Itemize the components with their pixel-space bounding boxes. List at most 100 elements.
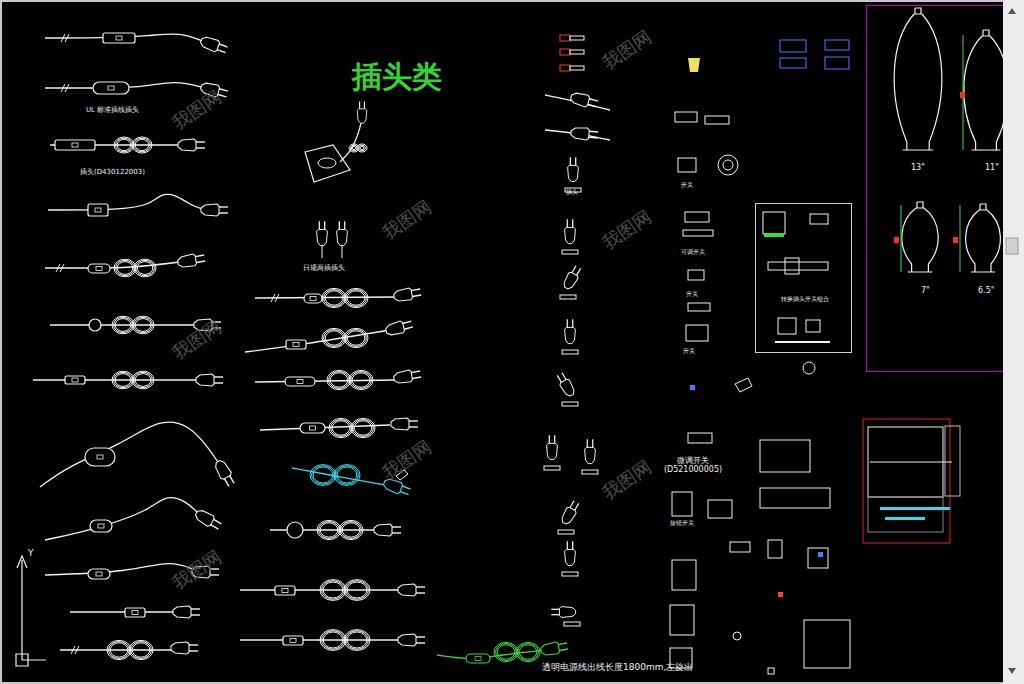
coil-loop: [322, 581, 345, 599]
component-outline: [686, 325, 708, 341]
power-cord: [245, 330, 390, 352]
plug-pin: [196, 147, 205, 148]
part-label: 插头: [566, 189, 578, 196]
lamp-harp: [894, 8, 942, 150]
coil-loop: [312, 466, 335, 484]
plug-body: [178, 139, 196, 151]
plug-symbol: [570, 91, 599, 110]
scroll-thumb: [1006, 238, 1018, 254]
plug-pin: [567, 541, 568, 549]
component-outline: [705, 116, 729, 124]
coil-loop: [324, 330, 345, 347]
plug-pin: [409, 420, 418, 421]
component-outline: [678, 158, 696, 172]
plug-pin: [416, 642, 425, 643]
wire-coil: [112, 316, 154, 334]
component-outline: [558, 530, 574, 534]
plug-pin: [551, 614, 559, 615]
coil-loop: [519, 645, 537, 659]
plug-symbol: [570, 127, 598, 141]
coil-loop: [114, 317, 133, 332]
foot-switch: [305, 145, 350, 182]
green-bar: [764, 233, 784, 237]
coil-loop: [109, 642, 130, 659]
color-mark: [690, 385, 695, 390]
plug-symbol: [565, 541, 576, 565]
component-outline: [560, 65, 570, 71]
coil-loop: [330, 373, 348, 387]
switch-button: [97, 455, 103, 459]
component-outline: [683, 230, 713, 236]
plug-pin: [364, 102, 365, 109]
watermark: 我图网: [169, 546, 225, 594]
component-outline: [806, 320, 820, 332]
power-cord: [340, 118, 362, 162]
switch-button: [98, 524, 104, 528]
component-outline: [708, 500, 732, 518]
coil-loop: [114, 372, 133, 387]
plug-body: [374, 524, 392, 536]
component-outline: [564, 622, 580, 626]
plug-symbol: [317, 221, 328, 245]
plug-body: [194, 508, 216, 527]
plug-pin: [219, 89, 228, 91]
lamp-harp: [964, 30, 1008, 150]
plug-pin: [557, 375, 561, 382]
switch-button: [310, 426, 316, 430]
plug-body: [385, 321, 405, 337]
wire-coil: [114, 137, 152, 153]
dimmer-switch: [89, 319, 101, 331]
cyan-bar: [880, 507, 950, 510]
dimension-line: [960, 205, 961, 272]
coil-loop: [117, 139, 131, 150]
coil-loop: [332, 421, 350, 435]
plug-symbol: [551, 607, 575, 618]
coil-loop: [319, 522, 340, 539]
coil-loop: [337, 467, 357, 483]
plug-pin: [339, 221, 340, 229]
plug-body: [199, 35, 220, 52]
plug-symbol: [585, 439, 596, 463]
wire-coil: [310, 465, 360, 486]
plug-pin: [572, 541, 573, 549]
coil-loop: [329, 372, 350, 389]
plug-pin: [189, 644, 198, 645]
part-label: 插头(D430122003): [80, 168, 145, 176]
coil-loop: [327, 370, 351, 389]
scroll-arrow: [1008, 8, 1016, 674]
coil-loop: [353, 420, 374, 437]
inline-switch: [103, 33, 135, 43]
plug-body: [565, 549, 576, 565]
inline-switch: [85, 448, 115, 466]
component-outline: [730, 542, 750, 552]
coil-loop: [134, 138, 151, 152]
wire-coil: [327, 370, 373, 389]
component-outline: [810, 214, 828, 224]
coil-loop: [357, 144, 367, 152]
switch-body: [283, 636, 303, 645]
dimmer-switch: [287, 522, 303, 538]
switch-body: [88, 204, 108, 216]
switch-button: [95, 208, 101, 212]
plug-pin: [575, 503, 579, 510]
component-outline: [825, 40, 849, 50]
plug-symbol: [398, 584, 425, 596]
plug-pin: [230, 476, 235, 484]
coil-loop: [349, 370, 373, 389]
plug-pin: [219, 212, 228, 213]
plug-pin: [324, 221, 325, 229]
component-outline: [825, 57, 849, 69]
plug-pin: [392, 526, 401, 527]
bulb-base: [688, 58, 700, 72]
coil-loop: [344, 630, 370, 651]
component-outline: [768, 262, 828, 270]
break-mark: [61, 84, 69, 92]
plug-pin: [344, 221, 345, 229]
coil-loop: [347, 632, 367, 648]
power-cord: [437, 650, 545, 658]
plug-body: [585, 447, 596, 463]
coil-loop: [135, 319, 151, 332]
coil-loop: [114, 137, 134, 153]
plug-pin: [588, 105, 597, 107]
